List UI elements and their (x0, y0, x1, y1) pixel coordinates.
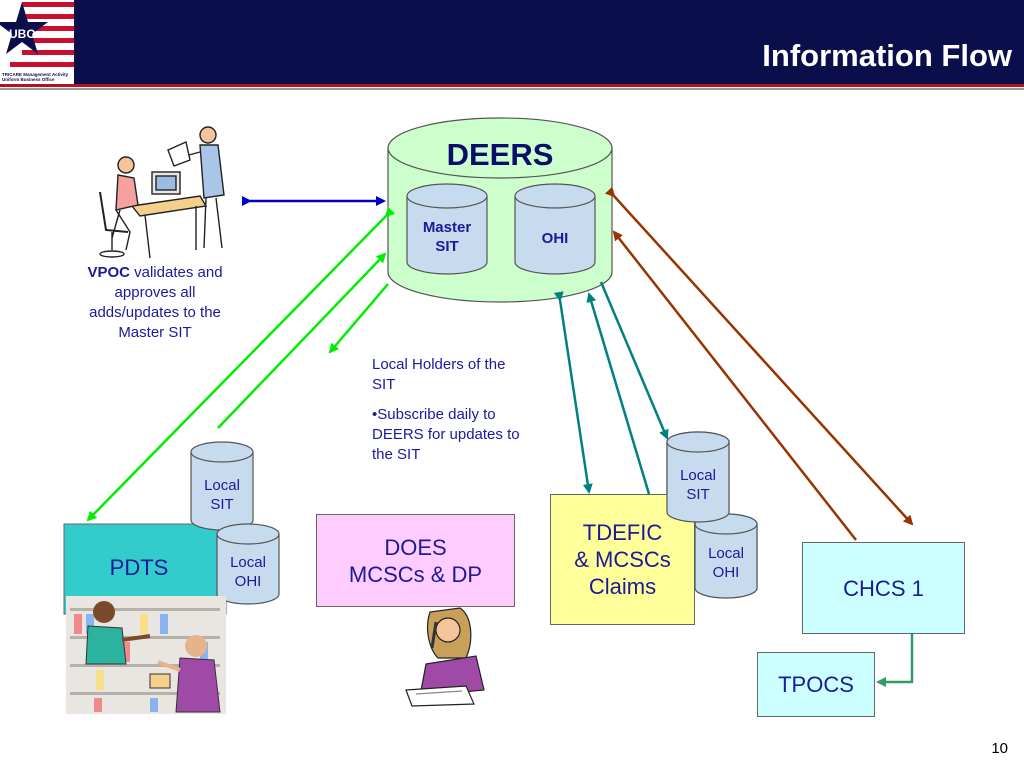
master-sit-label: Master SIT (409, 218, 485, 256)
page-title: Information Flow (762, 38, 1012, 73)
page-number: 10 (991, 740, 1008, 757)
pdts-deers-arrow (217, 252, 387, 429)
chcs-tpocs-arrow (876, 634, 914, 687)
chcs-box: CHCS 1 (802, 542, 965, 634)
vpoc-note: VPOC validates and approves all adds/upd… (70, 263, 240, 343)
ohi-label: OHI (541, 230, 569, 247)
tdefic-local-sit-label: Local SIT (667, 466, 729, 504)
deers-tdefic-arrow (553, 291, 593, 494)
deers-local-holders-arrow (328, 283, 389, 354)
phone-woman-clipart (405, 607, 485, 707)
pdts-label: PDTS (109, 554, 169, 580)
master-sit-cylinder (406, 183, 488, 275)
tdefic-local-sit-line1: Local (680, 467, 716, 484)
header-bar (0, 0, 1024, 84)
pdts-local-sit-line2: SIT (210, 496, 234, 513)
tdefic-box: TDEFIC & MCSCs Claims (550, 494, 695, 625)
master-sit-line2: SIT (435, 238, 459, 255)
ubo-logo: UBO TRICARE Management Activity Uniform … (0, 0, 74, 84)
pdts-local-ohi-line1: Local (230, 554, 266, 571)
pdts-local-ohi-label: Local OHI (217, 553, 279, 591)
local-holders-title: Local Holders of the SIT (372, 356, 506, 393)
tdefic-line1: TDEFIC (582, 520, 663, 545)
deers-chcs-arrow (604, 186, 914, 526)
master-sit-line1: Master (422, 219, 472, 236)
tdefic-local-sit-line2: SIT (686, 486, 710, 503)
logo-caption-2: Uniform Business Office (2, 77, 55, 82)
header-rule-shadow (0, 88, 1024, 90)
pdts-local-ohi-line2: OHI (234, 573, 262, 590)
tpocs-label: TPOCS (778, 672, 854, 697)
local-holders-note: Local Holders of the SIT •Subscribe dail… (372, 355, 532, 465)
pdts-local-ohi-cylinder (216, 523, 280, 605)
logo-text: UBO (9, 27, 36, 41)
vpoc-note-bold: VPOC (87, 264, 130, 281)
tdefic-local-ohi-line1: Local (708, 545, 744, 562)
does-line1: DOES (384, 534, 447, 560)
chcs-deers-arrow (612, 230, 857, 541)
star-flag-icon: UBO (0, 0, 74, 70)
header-rule (0, 84, 1024, 87)
ohi-cylinder (514, 183, 596, 275)
pdts-local-sit-line1: Local (204, 477, 240, 494)
vpoc-note-text: validates and approves all adds/updates … (89, 264, 223, 341)
pdts-box: PDTS (64, 524, 214, 614)
deers-pdts-arrow (86, 206, 396, 522)
tdefic-line2: & MCSCs (574, 547, 671, 572)
pdts-local-sit-label: Local SIT (191, 476, 253, 514)
tpocs-box: TPOCS (757, 652, 875, 717)
pharmacy-clipart (66, 596, 226, 714)
local-holders-bullet: •Subscribe daily to DEERS for updates to… (372, 406, 520, 463)
deers-tdefic-local-sit-arrow (599, 281, 669, 440)
logo-caption-1: TRICARE Management Activity (2, 72, 69, 77)
does-box: DOES MCSCs & DP (316, 514, 515, 607)
chcs-label: CHCS 1 (843, 575, 924, 601)
tdefic-local-ohi-label: Local OHI (695, 544, 757, 582)
tdefic-local-ohi-line2: OHI (712, 564, 740, 581)
tdefic-line3: Claims (588, 574, 657, 599)
deers-label: DEERS (446, 137, 554, 172)
does-line2: MCSCs & DP (348, 561, 483, 587)
office-workers-clipart (99, 126, 225, 259)
